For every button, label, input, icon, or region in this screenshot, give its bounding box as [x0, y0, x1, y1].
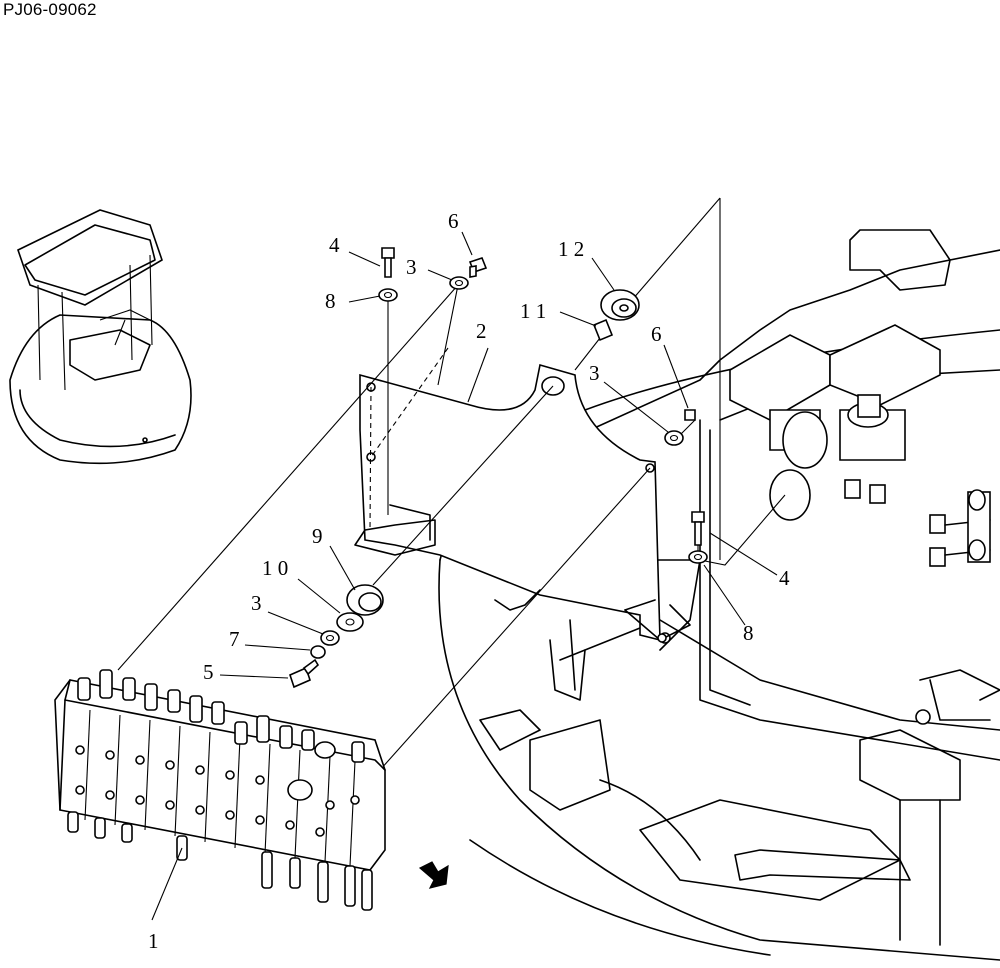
callout-labels: 1 2 3 3 3 4 4 5 6 6 7 8 8 9 1 0 1 1 1 2 [148, 209, 790, 953]
callout-11: 1 1 [520, 299, 546, 323]
callout-12: 1 2 [558, 237, 584, 261]
control-valve [54, 669, 386, 921]
callout-1: 1 [148, 929, 159, 953]
drawing-number: PJ06-09062 [3, 0, 97, 19]
hardware-parts [289, 247, 708, 689]
callout-8-right: 8 [743, 621, 754, 645]
callout-6-right: 6 [651, 322, 662, 346]
callout-3-lower: 3 [251, 591, 262, 615]
callout-leaders [219, 231, 778, 679]
machine-overview-inset [9, 209, 192, 465]
direction-arrow-icon [418, 861, 449, 889]
callout-2: 2 [476, 319, 487, 343]
callout-4-right: 4 [779, 566, 790, 590]
assembly-lines [117, 197, 786, 771]
machine-frame [438, 229, 1000, 961]
callout-3-right: 3 [589, 361, 600, 385]
callout-10: 1 0 [262, 556, 288, 580]
callout-7: 7 [229, 627, 240, 651]
callout-8-top: 8 [325, 289, 336, 313]
callout-4-top: 4 [329, 233, 340, 257]
callout-9: 9 [312, 524, 323, 548]
callout-6-top: 6 [448, 209, 459, 233]
callout-3-top: 3 [406, 255, 417, 279]
callout-5: 5 [203, 660, 214, 684]
